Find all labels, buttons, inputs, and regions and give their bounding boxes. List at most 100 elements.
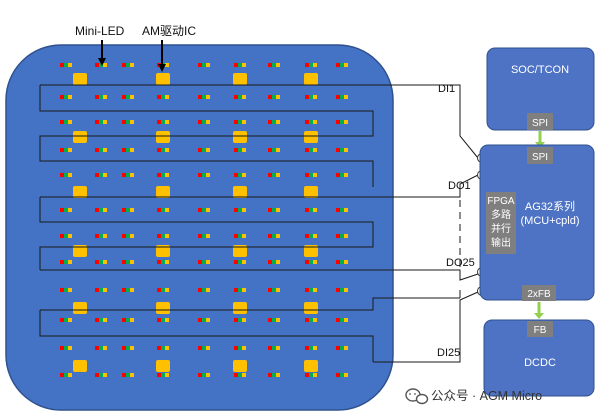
signal-label-do1: DO1	[448, 180, 471, 192]
mini-led	[95, 318, 107, 322]
mini-led	[122, 373, 134, 377]
mini-led	[234, 95, 246, 99]
mini-led-label: Mini-LED	[75, 24, 125, 38]
ag32-fb-tag	[522, 285, 556, 301]
mini-led	[305, 208, 317, 212]
chain-wiring	[39, 84, 479, 363]
chain-group-3	[39, 310, 374, 362]
am-driver-ic	[304, 131, 318, 143]
ag32-title-line1: AG32系列	[525, 199, 575, 213]
mini-led	[95, 260, 107, 264]
am-driver-ic	[73, 186, 87, 198]
mini-led	[234, 234, 246, 238]
am-driver-pointer-head	[158, 64, 166, 72]
mini-led	[157, 260, 169, 264]
mini-led	[198, 318, 210, 322]
mini-led	[60, 288, 72, 292]
soc-tcon-title: SOC/TCON	[511, 64, 569, 76]
mini-led	[336, 148, 348, 152]
am-driver-ic	[156, 245, 170, 257]
mini-led	[268, 95, 280, 99]
mini-led	[198, 148, 210, 152]
mini-led	[234, 120, 246, 124]
mini-led	[234, 148, 246, 152]
mini-led	[336, 208, 348, 212]
mini-led	[198, 120, 210, 124]
am-driver-ic	[304, 245, 318, 257]
mini-led	[336, 288, 348, 292]
mini-led	[268, 346, 280, 350]
ag32-spi-tag	[527, 147, 553, 164]
mini-led	[198, 288, 210, 292]
ag32-spi-label: SPI	[532, 152, 548, 163]
mini-led	[60, 318, 72, 322]
mini-led	[60, 373, 72, 377]
mini-led	[336, 260, 348, 264]
mini-led	[198, 173, 210, 177]
mini-led	[198, 346, 210, 350]
soc-spi-tag	[527, 113, 553, 130]
mini-led	[157, 120, 169, 124]
mini-led	[336, 63, 348, 67]
mini-led	[336, 234, 348, 238]
dcdc-fb-tag	[527, 321, 553, 337]
mini-led	[122, 120, 134, 124]
chain-group-2	[39, 197, 374, 270]
mini-led	[268, 234, 280, 238]
mini-led	[157, 346, 169, 350]
signal-label-di25: DI25	[437, 347, 460, 359]
dcdc-block	[483, 319, 595, 397]
am-driver-ic	[304, 186, 318, 198]
mini-led	[234, 208, 246, 212]
wechat-icon	[405, 388, 429, 405]
am-driver-ic	[233, 73, 247, 85]
mini-led	[122, 95, 134, 99]
fpga-output-tag	[486, 192, 516, 254]
mini-led	[198, 260, 210, 264]
mini-led	[268, 120, 280, 124]
do25-line	[40, 269, 479, 281]
fpga-line-2: 多路	[491, 208, 511, 221]
mini-led	[60, 63, 72, 67]
mini-led	[336, 346, 348, 350]
mini-led	[95, 373, 107, 377]
mini-led	[336, 120, 348, 124]
mini-led	[268, 373, 280, 377]
mini-led	[234, 373, 246, 377]
am-driver-ic	[73, 245, 87, 257]
mini-led	[60, 346, 72, 350]
mini-led	[95, 234, 107, 238]
mini-led	[305, 346, 317, 350]
am-driver-ic	[233, 131, 247, 143]
mini-led	[268, 260, 280, 264]
mini-led	[95, 208, 107, 212]
mini-led	[122, 234, 134, 238]
mini-led	[60, 148, 72, 152]
mini-led	[95, 148, 107, 152]
mini-led	[157, 234, 169, 238]
am-driver-ic	[156, 360, 170, 372]
mini-led	[95, 288, 107, 292]
signal-label-do25: DO25	[446, 257, 475, 269]
mini-led	[305, 288, 317, 292]
mini-led	[60, 95, 72, 99]
led-grid	[60, 63, 348, 377]
mini-led	[234, 346, 246, 350]
mini-led	[95, 346, 107, 350]
mini-led	[122, 63, 134, 67]
am-driver-ic	[233, 360, 247, 372]
mini-led	[305, 260, 317, 264]
am-driver-ic-label: AM驱动IC	[142, 24, 196, 38]
mini-led	[305, 173, 317, 177]
mini-led	[336, 318, 348, 322]
dcdc-title: DCDC	[524, 357, 556, 369]
mini-led	[122, 288, 134, 292]
am-driver-ic	[304, 73, 318, 85]
mini-led	[95, 173, 107, 177]
di1-line	[40, 84, 479, 159]
mini-led	[122, 148, 134, 152]
mini-led	[268, 173, 280, 177]
mini-led	[305, 120, 317, 124]
mini-led	[305, 95, 317, 99]
